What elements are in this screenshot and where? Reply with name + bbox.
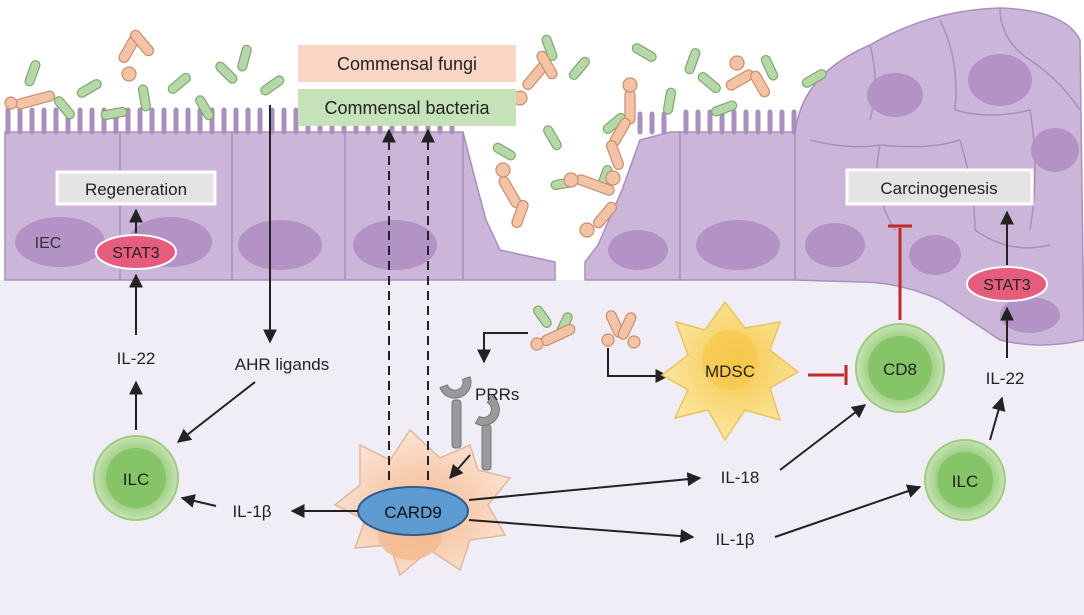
arrow-il18-to-cd8 bbox=[779, 404, 867, 471]
inhibit-cd8-to-carcinogenesis bbox=[888, 224, 912, 320]
nucleus bbox=[353, 220, 437, 270]
stat3-left-label: STAT3 bbox=[112, 245, 160, 262]
arrow-microbes-to-prrs bbox=[477, 332, 528, 364]
mdsc-label: MDSC bbox=[705, 362, 755, 381]
stat3-right bbox=[966, 266, 1048, 302]
arrow-il1b-to-ilc-left bbox=[180, 494, 217, 508]
prrs-label: PRRs bbox=[475, 385, 519, 404]
stat3-left bbox=[95, 234, 177, 270]
ilc-left-label: ILC bbox=[123, 470, 149, 489]
il1b-left-label: IL-1β bbox=[232, 502, 271, 521]
inhibit-mdsc-to-cd8 bbox=[808, 365, 848, 385]
legend-bacteria-label: Commensal bacteria bbox=[324, 98, 490, 118]
arrow-prr-to-card9 bbox=[449, 454, 471, 480]
il22-right-label: IL-22 bbox=[986, 369, 1025, 388]
nucleus bbox=[805, 223, 865, 267]
legend-fungi-box bbox=[298, 45, 516, 82]
card9-label: CARD9 bbox=[384, 503, 442, 522]
nucleus bbox=[909, 235, 961, 275]
arrow-ilc-right-to-il22 bbox=[989, 396, 1006, 441]
cd8-label: CD8 bbox=[883, 360, 917, 379]
legend-fungi-label: Commensal fungi bbox=[337, 54, 477, 74]
regeneration-label: Regeneration bbox=[85, 180, 187, 199]
nucleus bbox=[608, 230, 668, 270]
ahr-label: AHR ligands bbox=[235, 355, 330, 374]
prr-receptors bbox=[439, 376, 500, 471]
epithelium-mid-right bbox=[679, 109, 797, 281]
il18-label: IL-18 bbox=[721, 468, 760, 487]
arrow-card9-to-il18 bbox=[468, 472, 702, 501]
nucleus bbox=[15, 217, 105, 267]
nucleus bbox=[1031, 128, 1079, 172]
iec-label: IEC bbox=[35, 235, 62, 252]
carcinogenesis-box bbox=[845, 168, 1034, 206]
arrow-card9-to-il1b-right bbox=[468, 519, 695, 544]
commensal-fungi bbox=[4, 29, 771, 351]
regeneration-box bbox=[55, 170, 217, 206]
nucleus bbox=[867, 73, 923, 117]
arrow-microbes-to-mdsc bbox=[607, 348, 670, 383]
nucleus bbox=[1000, 297, 1060, 333]
arrow-il1b-to-ilc-right bbox=[774, 484, 922, 538]
stat3-right-label: STAT3 bbox=[983, 277, 1031, 294]
il22-left-label: IL-22 bbox=[117, 349, 156, 368]
il1b-right-label: IL-1β bbox=[715, 530, 754, 549]
nucleus bbox=[696, 220, 780, 270]
damaged-epithelium bbox=[462, 111, 681, 281]
legend-bacteria-box bbox=[298, 89, 516, 126]
ilc-right-label: ILC bbox=[952, 472, 978, 491]
carcinogenesis-label: Carcinogenesis bbox=[880, 179, 997, 198]
nucleus bbox=[968, 54, 1032, 106]
nucleus bbox=[238, 220, 322, 270]
arrow-ahr-to-ilc bbox=[176, 381, 256, 443]
